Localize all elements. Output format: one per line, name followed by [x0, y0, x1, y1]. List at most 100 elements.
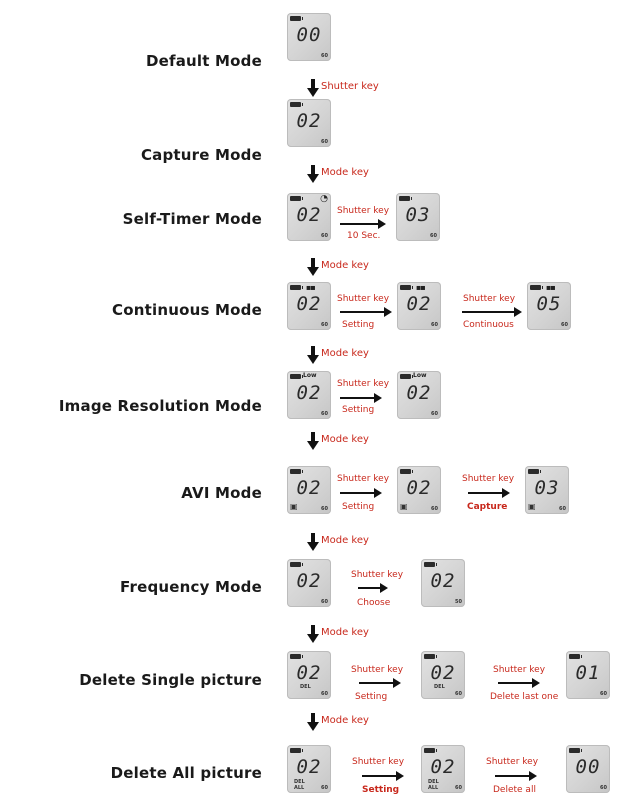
battery-icon	[399, 196, 412, 201]
transition-label: Mode key	[321, 715, 369, 726]
right-arrow-icon	[358, 583, 388, 593]
all-tag: ALL	[428, 785, 439, 791]
shutter-key-label: Shutter key	[463, 294, 516, 304]
mode-label-self-timer: Self-Timer Mode	[122, 210, 262, 228]
down-arrow-icon	[307, 346, 319, 364]
battery-icon	[528, 469, 541, 474]
shutter-key-label: Shutter key	[486, 757, 539, 767]
battery-icon	[290, 562, 303, 567]
setting-label: Setting	[342, 320, 375, 330]
resolution-indicator: Low	[413, 372, 427, 379]
mode-label-delete-single: Delete Single picture	[79, 671, 262, 689]
lcd-number: 03	[405, 204, 431, 226]
lcd-number: 02	[296, 477, 322, 499]
lcd-frequency: 60	[431, 411, 438, 417]
setting-label: Setting	[355, 692, 388, 702]
battery-icon	[569, 748, 582, 753]
lcd-display: 03 60	[396, 193, 440, 241]
lcd-number: 02	[406, 477, 432, 499]
lcd-frequency: 60	[321, 785, 328, 791]
battery-icon	[290, 102, 303, 107]
right-arrow-icon	[340, 307, 392, 317]
lcd-number: 02	[296, 110, 322, 132]
down-arrow-icon	[307, 625, 319, 643]
mode-label-capture: Capture Mode	[140, 146, 262, 164]
battery-icon	[424, 654, 437, 659]
down-arrow-icon	[307, 258, 319, 276]
shutter-key-label: Shutter key	[337, 474, 390, 484]
shutter-key-label: Shutter key	[337, 379, 390, 389]
battery-icon	[290, 654, 303, 659]
shutter-key-label: Shutter key	[351, 570, 404, 580]
setting-label: Setting	[342, 405, 375, 415]
lcd-display: 02 DEL 60	[287, 651, 331, 699]
lcd-number: 02	[406, 382, 432, 404]
continuous-label: Continuous	[463, 320, 514, 330]
lcd-number: 00	[296, 24, 322, 46]
delete-tag: DEL	[434, 684, 445, 690]
battery-icon	[400, 469, 413, 474]
lcd-display: ▪▪ 02 60	[397, 282, 441, 330]
mode-label-delete-all: Delete All picture	[110, 764, 262, 782]
setting-label: Setting	[362, 785, 400, 795]
lcd-number: 02	[296, 756, 322, 778]
right-arrow-icon	[340, 393, 382, 403]
battery-icon	[290, 748, 303, 753]
lcd-display: 02 ▣ 60	[397, 466, 441, 514]
delete-all-label: Delete all	[493, 785, 536, 795]
lcd-number: 02	[296, 382, 322, 404]
lcd-number: 02	[406, 293, 432, 315]
right-arrow-icon	[468, 488, 510, 498]
lcd-frequency: 60	[321, 599, 328, 605]
lcd-frequency: 60	[455, 691, 462, 697]
lcd-display: ▪▪ 02 60	[287, 282, 331, 330]
lcd-display: 00 60	[566, 745, 610, 793]
burst-icon: ▪▪	[546, 283, 556, 292]
lcd-number: 02	[430, 570, 456, 592]
battery-icon	[290, 374, 303, 379]
mode-label-resolution: Image Resolution Mode	[58, 397, 262, 415]
lcd-frequency: 60	[321, 53, 328, 59]
shutter-key-label: Shutter key	[337, 206, 390, 216]
lcd-frequency: 60	[321, 411, 328, 417]
battery-icon	[400, 285, 413, 290]
lcd-frequency: 60	[431, 506, 438, 512]
shutter-key-label: Shutter key	[493, 665, 546, 675]
video-icon: ▣	[400, 502, 408, 511]
lcd-frequency: 60	[321, 233, 328, 239]
setting-label: Setting	[342, 502, 375, 512]
down-arrow-icon	[307, 165, 319, 183]
down-arrow-icon	[307, 79, 319, 97]
lcd-frequency: 60	[600, 785, 607, 791]
lcd-number: 05	[536, 293, 562, 315]
lcd-number: 02	[296, 293, 322, 315]
burst-icon: ▪▪	[416, 283, 426, 292]
burst-icon: ▪▪	[306, 283, 316, 292]
resolution-indicator: Low	[303, 372, 317, 379]
timer-icon: ◔	[320, 194, 328, 204]
down-arrow-icon	[307, 533, 319, 551]
lcd-number: 00	[575, 756, 601, 778]
battery-icon	[290, 469, 303, 474]
lcd-number: 01	[575, 662, 601, 684]
lcd-frequency: 60	[600, 691, 607, 697]
lcd-number: 02	[296, 662, 322, 684]
shutter-key-label: Shutter key	[351, 665, 404, 675]
lcd-display: 02 50	[421, 559, 465, 607]
lcd-frequency: 60	[431, 322, 438, 328]
delete-last-one-label: Delete last one	[490, 692, 559, 702]
lcd-display: 02 DEL 60	[421, 651, 465, 699]
transition-label: Mode key	[321, 260, 369, 271]
right-arrow-icon	[359, 678, 401, 688]
shutter-key-label: Shutter key	[337, 294, 390, 304]
battery-icon	[530, 285, 543, 290]
delete-tag: DEL	[294, 779, 305, 785]
lcd-number: 02	[296, 204, 322, 226]
lcd-number: 02	[430, 756, 456, 778]
choose-label: Choose	[357, 598, 391, 608]
capture-label: Capture	[467, 502, 508, 512]
ten-sec-label: 10 Sec.	[347, 231, 381, 241]
battery-icon	[569, 654, 582, 659]
lcd-frequency: 60	[321, 506, 328, 512]
transition-label: Mode key	[321, 167, 369, 178]
